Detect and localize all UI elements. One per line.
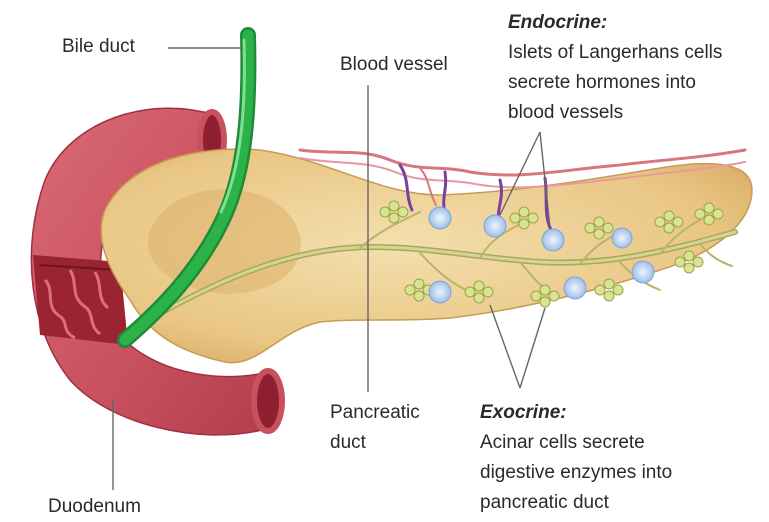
- label-exocrine-line2: digestive enzymes into: [480, 460, 672, 485]
- label-endocrine-line2: secrete hormones into: [508, 70, 696, 95]
- label-exocrine-line3: pancreatic duct: [480, 490, 609, 515]
- label-bile-duct: Bile duct: [62, 34, 135, 59]
- leader-exocrine-2: [520, 308, 545, 388]
- label-blood-vessel: Blood vessel: [340, 52, 448, 77]
- label-endocrine-line3: blood vessels: [508, 100, 623, 125]
- label-pancreatic-duct-line2: duct: [330, 430, 366, 455]
- label-exocrine-title: Exocrine:: [480, 400, 567, 425]
- leader-exocrine-1: [490, 305, 520, 388]
- label-endocrine-title: Endocrine:: [508, 10, 607, 35]
- duodenum-opening-bottom: [254, 371, 282, 431]
- label-endocrine-line1: Islets of Langerhans cells: [508, 40, 722, 65]
- label-exocrine-line1: Acinar cells secrete: [480, 430, 645, 455]
- label-duodenum: Duodenum: [48, 494, 141, 519]
- label-pancreatic-duct-line1: Pancreatic: [330, 400, 420, 425]
